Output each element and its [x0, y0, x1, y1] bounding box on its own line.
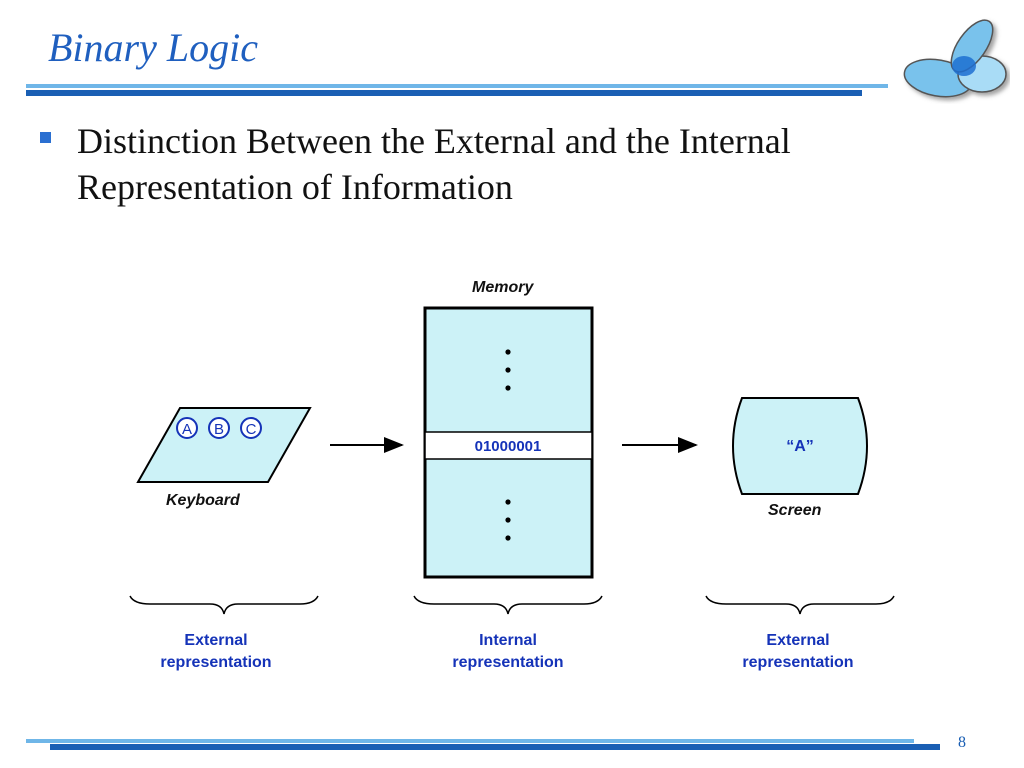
rep-left-line2: representation [160, 654, 272, 671]
screen-shape [732, 397, 868, 495]
bullet-item: Distinction Between the External and the… [40, 118, 980, 210]
memory-ellipsis-top [505, 349, 511, 391]
rep-right-line1: External [766, 632, 830, 649]
keyboard-key-a: A [176, 417, 198, 439]
external-representation-left: External representation [126, 630, 306, 674]
external-representation-right: External representation [708, 630, 888, 674]
brace-middle [413, 595, 603, 615]
keyboard-key-c: C [240, 417, 262, 439]
title-underline-thin [26, 84, 888, 88]
footer-line-thin [26, 739, 914, 743]
key-b-text: B [214, 421, 224, 438]
rep-left-line1: External [184, 632, 248, 649]
footer-line-thick [50, 744, 940, 750]
title-underline-thick [26, 90, 862, 96]
rep-middle-line2: representation [452, 654, 564, 671]
memory-cell [424, 431, 593, 460]
key-c-text: C [246, 421, 257, 438]
key-a-text: A [182, 421, 192, 438]
memory-cell-value: 01000001 [475, 438, 542, 455]
keyboard-label: Keyboard [166, 492, 240, 509]
rep-middle-line1: Internal [479, 632, 537, 649]
slide-title: Binary Logic [48, 25, 258, 70]
rep-right-line2: representation [742, 654, 854, 671]
internal-representation: Internal representation [418, 630, 598, 674]
bullet-square-icon [40, 132, 51, 143]
logo-icon [903, 19, 1007, 98]
brace-right [705, 595, 895, 615]
memory-label: Memory [472, 279, 534, 296]
bullet-text: Distinction Between the External and the… [77, 121, 791, 207]
memory-ellipsis-bottom [505, 499, 511, 541]
brace-left [129, 595, 319, 615]
page-number: 8 [958, 734, 966, 751]
screen-text: “A” [786, 438, 814, 455]
keyboard-key-b: B [208, 417, 230, 439]
screen-label: Screen [768, 502, 822, 519]
